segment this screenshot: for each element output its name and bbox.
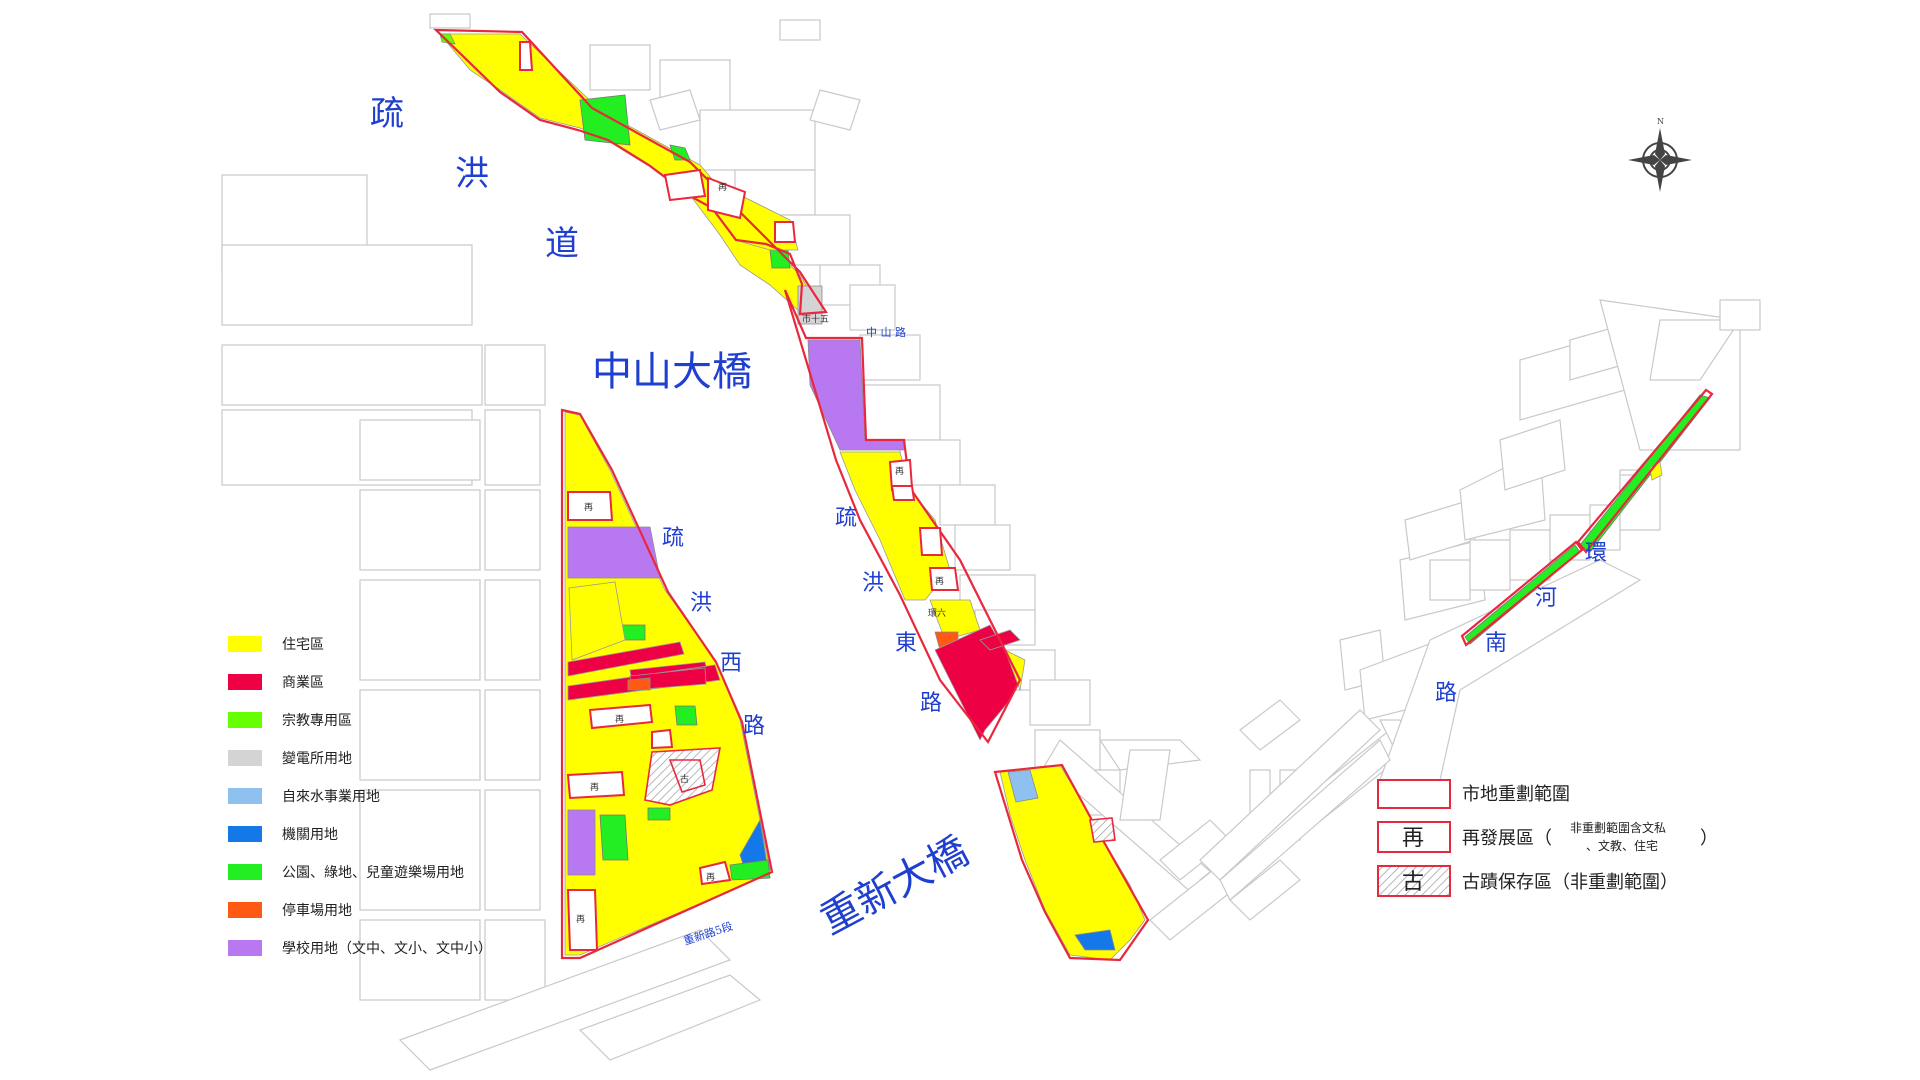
west-road-label-1: 疏 — [662, 526, 684, 551]
legend-swatch — [1377, 865, 1451, 897]
zhongshan-road-label: 中 山 路 — [866, 326, 906, 339]
legend-redevelopment: 再 再發展區（ 非重劃範圍含文私 、文教、住宅 ） — [1377, 820, 1718, 853]
west-road-label-3: 西 — [720, 651, 742, 676]
substation-tag: 市十五 — [802, 313, 829, 325]
channel-label-2: 洪 — [455, 154, 489, 194]
legend-swatch — [228, 750, 262, 766]
legend-note-top: 非重劃範圍含文私 — [1570, 820, 1666, 835]
compass-rose: N — [1628, 117, 1692, 192]
legend-swatch — [228, 674, 262, 690]
west-triangle-zones — [564, 411, 771, 956]
legend-school: 學校用地（文中、文小、文中小） — [228, 940, 492, 957]
east-road-label-1: 疏 — [835, 506, 857, 531]
legend-heritage-mark: 古 — [1402, 870, 1424, 895]
legend-religious: 宗教專用區 — [228, 712, 352, 729]
zhongshan-bridge-label: 中山大橋 — [592, 349, 752, 395]
legend-note-bottom: 、文教、住宅 — [1586, 838, 1658, 853]
legend-heritage: 古 古蹟保存區（非重劃範圍） — [1377, 865, 1678, 897]
legend-label: 市地重劃範圍 — [1462, 784, 1570, 805]
legend-swatch — [1377, 821, 1451, 853]
west-road-label-2: 洪 — [690, 591, 712, 616]
legend-swatch — [228, 636, 262, 652]
legend-swatch — [228, 788, 262, 804]
legend-redev-mark: 再 — [1402, 826, 1424, 851]
redev-mark: 再 — [718, 182, 727, 193]
legend-park: 公園、綠地、兒童遊樂場用地 — [228, 864, 464, 881]
redevelopment-patches — [519, 41, 1116, 951]
legend-close-paren: ） — [1700, 828, 1718, 849]
legend-waterworks: 自來水事業用地 — [228, 788, 380, 805]
south-strip-zones — [999, 764, 1146, 961]
legend-swatch — [228, 940, 262, 956]
river-road-label-1: 環 — [1585, 541, 1607, 566]
legend-label: 再發展區（ — [1462, 828, 1552, 849]
legend-commercial: 商業區 — [228, 674, 324, 691]
redev-mark: 再 — [935, 576, 944, 587]
legend-label: 古蹟保存區（非重劃範圍） — [1462, 872, 1678, 893]
redevelopment-marks: 再 再 再 再 再 再 再 再 古 市十五 環六 — [576, 182, 946, 925]
channel-label-3: 道 — [545, 224, 579, 264]
legend-residential: 住宅區 — [228, 636, 324, 653]
legend-label: 機關用地 — [282, 827, 338, 843]
redev-mark: 再 — [706, 872, 715, 883]
legend-land-readjustment: 市地重劃範圍 — [1377, 779, 1570, 809]
legend-label: 變電所用地 — [282, 751, 352, 767]
base-street-grid — [221, 13, 1761, 1071]
heritage-mark: 古 — [680, 773, 689, 785]
zone-legend: 住宅區 商業區 宗教專用區 變電所用地 自來水事業用地 機關用地 公園、綠地、兒… — [228, 636, 492, 957]
area-legend: 市地重劃範圍 再 再發展區（ 非重劃範圍含文私 、文教、住宅 ） 古 古蹟保存區… — [1377, 779, 1718, 897]
legend-swatch — [1377, 779, 1451, 809]
channel-label-1: 疏 — [370, 94, 404, 134]
legend-label: 自來水事業用地 — [282, 789, 380, 805]
legend-swatch — [228, 826, 262, 842]
redev-mark: 再 — [590, 782, 599, 793]
legend-label: 停車場用地 — [282, 902, 352, 919]
legend-government: 機關用地 — [228, 826, 338, 843]
legend-swatch — [228, 902, 262, 918]
west-road-label-4: 路 — [743, 714, 765, 739]
lane-tag: 環六 — [928, 607, 946, 619]
river-road-label-3: 南 — [1485, 631, 1507, 656]
east-road-label-4: 路 — [920, 691, 942, 716]
east-road-label-2: 洪 — [862, 571, 884, 596]
river-road-label-4: 路 — [1435, 681, 1457, 706]
redev-mark: 再 — [584, 502, 593, 513]
legend-label: 商業區 — [282, 675, 324, 691]
legend-parking: 停車場用地 — [228, 902, 352, 919]
legend-swatch — [228, 712, 262, 728]
legend-label: 公園、綠地、兒童遊樂場用地 — [282, 864, 464, 881]
east-road-label-3: 東 — [895, 631, 917, 656]
redev-mark: 再 — [576, 914, 585, 925]
legend-label: 住宅區 — [282, 637, 324, 653]
redev-mark: 再 — [615, 714, 624, 725]
redev-mark: 再 — [895, 466, 904, 477]
legend-label: 學校用地（文中、文小、文中小） — [282, 940, 492, 957]
chongxin-bridge-label: 重新大橋 — [813, 828, 976, 944]
legend-label: 宗教專用區 — [282, 713, 352, 729]
river-road-label-2: 河 — [1535, 586, 1557, 611]
legend-swatch — [228, 864, 262, 880]
legend-substation: 變電所用地 — [228, 750, 352, 767]
north-mark: N — [1657, 117, 1664, 126]
